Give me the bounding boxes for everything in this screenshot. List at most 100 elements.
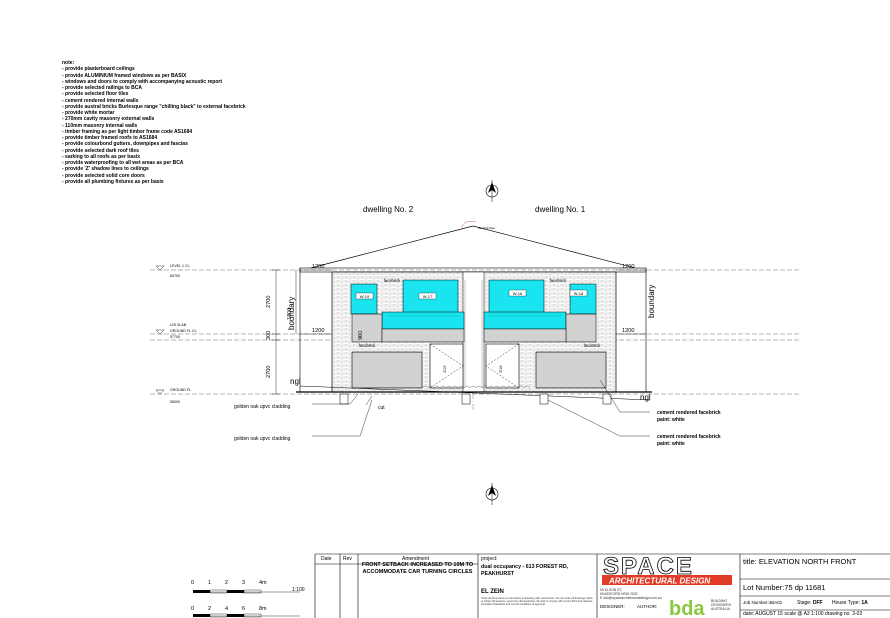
footings: [339, 393, 612, 405]
tb-bda-line-1: BUILDING: [711, 599, 728, 603]
note-item: - provide timber framed roofs to AS1684: [62, 135, 158, 141]
dim-1800: 1800: [287, 308, 293, 320]
dim-1200-mid-left: 1200: [312, 328, 324, 334]
tb-designer: DESIGNER:: [600, 604, 625, 609]
facebrick-label-3: facebrick: [359, 343, 377, 348]
cladding-left: [351, 313, 383, 343]
scale-tick-label: 4: [225, 606, 228, 612]
dim-1200-top-right: 1200: [622, 264, 634, 270]
notes-block: note: - provide plasterboard ceilings- p…: [62, 60, 246, 185]
roof: [299, 221, 647, 273]
tb-rev-header: Rev: [343, 556, 352, 562]
note-item: - provide all plumbing fixtures as per b…: [62, 178, 164, 185]
scale-bar-2: [193, 613, 300, 618]
render-callout-1a: cement rendered facebrick: [657, 410, 721, 416]
dim-1200-top-left: 1200: [312, 264, 324, 270]
ridge-label: RL 43.60 ridge: [478, 226, 495, 230]
dwelling-2-label: dwelling No. 2: [363, 205, 414, 214]
landscaping: [421, 385, 531, 389]
dim-2700-upper: 2700: [266, 296, 272, 308]
scale-tick-label: 1: [208, 580, 211, 586]
note-item: - provide white mortar: [62, 110, 115, 116]
leader-lines: [312, 379, 650, 437]
north-arrow-top-icon: [485, 180, 499, 202]
tb-amendment-header: Amendment: [402, 556, 429, 562]
us-slab-rl: 57700: [170, 335, 180, 339]
tb-project-header: project:: [481, 556, 498, 562]
cladding-callout-1: golden oak upvc cladding: [234, 404, 291, 410]
tb-bda-line-2: DESIGNERS: [711, 603, 731, 607]
logo-architectural: ARCHITECTURAL DESIGN: [608, 577, 710, 586]
render-callout-2a: cement rendered facebrick: [657, 434, 721, 440]
tb-lot: Lot Number:75 dp 11681: [743, 583, 826, 592]
dim-300: 300: [266, 331, 272, 340]
dim-1200-mid-right: 1200: [622, 328, 634, 334]
scale-tick-label: 6: [242, 606, 245, 612]
ground-fl-rl: 55000: [170, 400, 180, 404]
note-item: - provide selected railings to BCA: [62, 85, 143, 91]
level-1-label: LEVEL 1 CL: [170, 264, 190, 268]
tb-house-type-header: House Type:: [832, 600, 860, 606]
note-item: - cement rendered internal walls: [62, 97, 139, 104]
note-item: - provide plasterboard ceilings: [62, 66, 135, 73]
tb-firm-line-1: 55 ELSON ST,: [600, 588, 623, 592]
dwelling-1-label: dwelling No. 1: [535, 205, 586, 214]
scale-1-ratio: 1:100: [292, 587, 305, 593]
tb-client-note: Verify all dimensions on site before pro…: [481, 597, 593, 607]
render-callout-2b: paint: white: [657, 441, 685, 447]
window-tag-w18: W-18: [574, 291, 584, 296]
ground-floor: [351, 343, 607, 389]
window-tag-w16: W-16: [513, 291, 523, 296]
scale-tick-label: 4m: [259, 580, 267, 586]
tb-job: Job Number:4BA01: [743, 600, 783, 605]
tb-firm-line-2: KINGSFORD NSW 2032: [600, 592, 638, 596]
tb-house-type-group: House Type: 1A: [832, 600, 868, 606]
tb-bda-text: BUILDING DESIGNERS AUSTRALIA: [711, 599, 731, 611]
door-tag-d19: D19: [443, 366, 447, 373]
tb-stage-group: Stage: DFF: [797, 600, 823, 606]
scale-tick-label: 2: [208, 606, 211, 612]
cladding-right: [565, 313, 597, 343]
note-item: - 270mm cavity masonry external walls: [62, 116, 155, 123]
ground-fl-label: GROUND FL: [170, 388, 191, 392]
dim-900: 900: [358, 331, 364, 340]
tb-title: title: ELEVATION NORTH FRONT: [743, 557, 857, 566]
north-arrow-bottom-icon: [485, 483, 499, 505]
note-item: - provide selected dark roof tiles: [62, 147, 139, 154]
tb-date-line: date: AUGUST 15 scale @ A3 1:100 drawing…: [743, 611, 863, 617]
scale-bar-1: [193, 589, 300, 594]
tb-firm-address: 55 ELSON ST, KINGSFORD NSW 2032 E info@s…: [600, 588, 662, 600]
tb-stage-header: Stage:: [797, 600, 812, 606]
level-marker-icons: [155, 265, 165, 395]
cut-label: cut: [378, 405, 385, 411]
note-item: - 110mm masonry internal walls: [62, 122, 138, 129]
ngl-left: ngl: [290, 377, 301, 386]
note-item: - provide 'Z' shadow lines to ceilings: [62, 166, 149, 173]
dimension-lines: [272, 269, 646, 395]
tb-bda-line-3: AUSTRALIA: [711, 607, 730, 611]
window-tag-w19: W-19: [360, 294, 370, 299]
space-logo: [602, 575, 732, 585]
note-item: - provide austral bricks Burlesque range…: [62, 103, 246, 110]
door-tag-d18: D18: [499, 366, 503, 373]
bda-logo: bda: [669, 598, 705, 618]
tb-firm-line-3: E info@spacearchitecturaldesign.com.au: [600, 596, 662, 600]
note-item: - provide waterproofing to all wet areas…: [62, 160, 184, 166]
facebrick-label-2: facebrick: [550, 278, 568, 283]
boundary-lines: [299, 268, 647, 392]
note-item: - provide ALUMINIUM framed windows as pe…: [62, 72, 187, 79]
logo-space: SPACE: [603, 553, 694, 580]
render-callout-1b: paint: white: [657, 417, 685, 423]
tb-amendment: FRONT SETBACK INCREASED TO 10M TO ACCOMM…: [361, 562, 474, 575]
scale-tick-label: 0: [191, 580, 194, 586]
tb-client: EL ZEIN: [481, 589, 504, 595]
boundary-right: boundary: [647, 285, 656, 318]
ngl-right: ngl: [640, 393, 651, 402]
note-item: - provide colourbond gutters, downpipes …: [62, 141, 188, 148]
scale-tick-label: 8m: [259, 606, 267, 612]
cladding-callout-2: golden oak upvc cladding: [234, 436, 291, 442]
facebrick-label-1: facebrick: [384, 278, 402, 283]
scale-tick-label: 2: [225, 580, 228, 586]
notes-heading: note:: [62, 60, 75, 66]
facebrick-label-4: facebrick: [584, 343, 602, 348]
